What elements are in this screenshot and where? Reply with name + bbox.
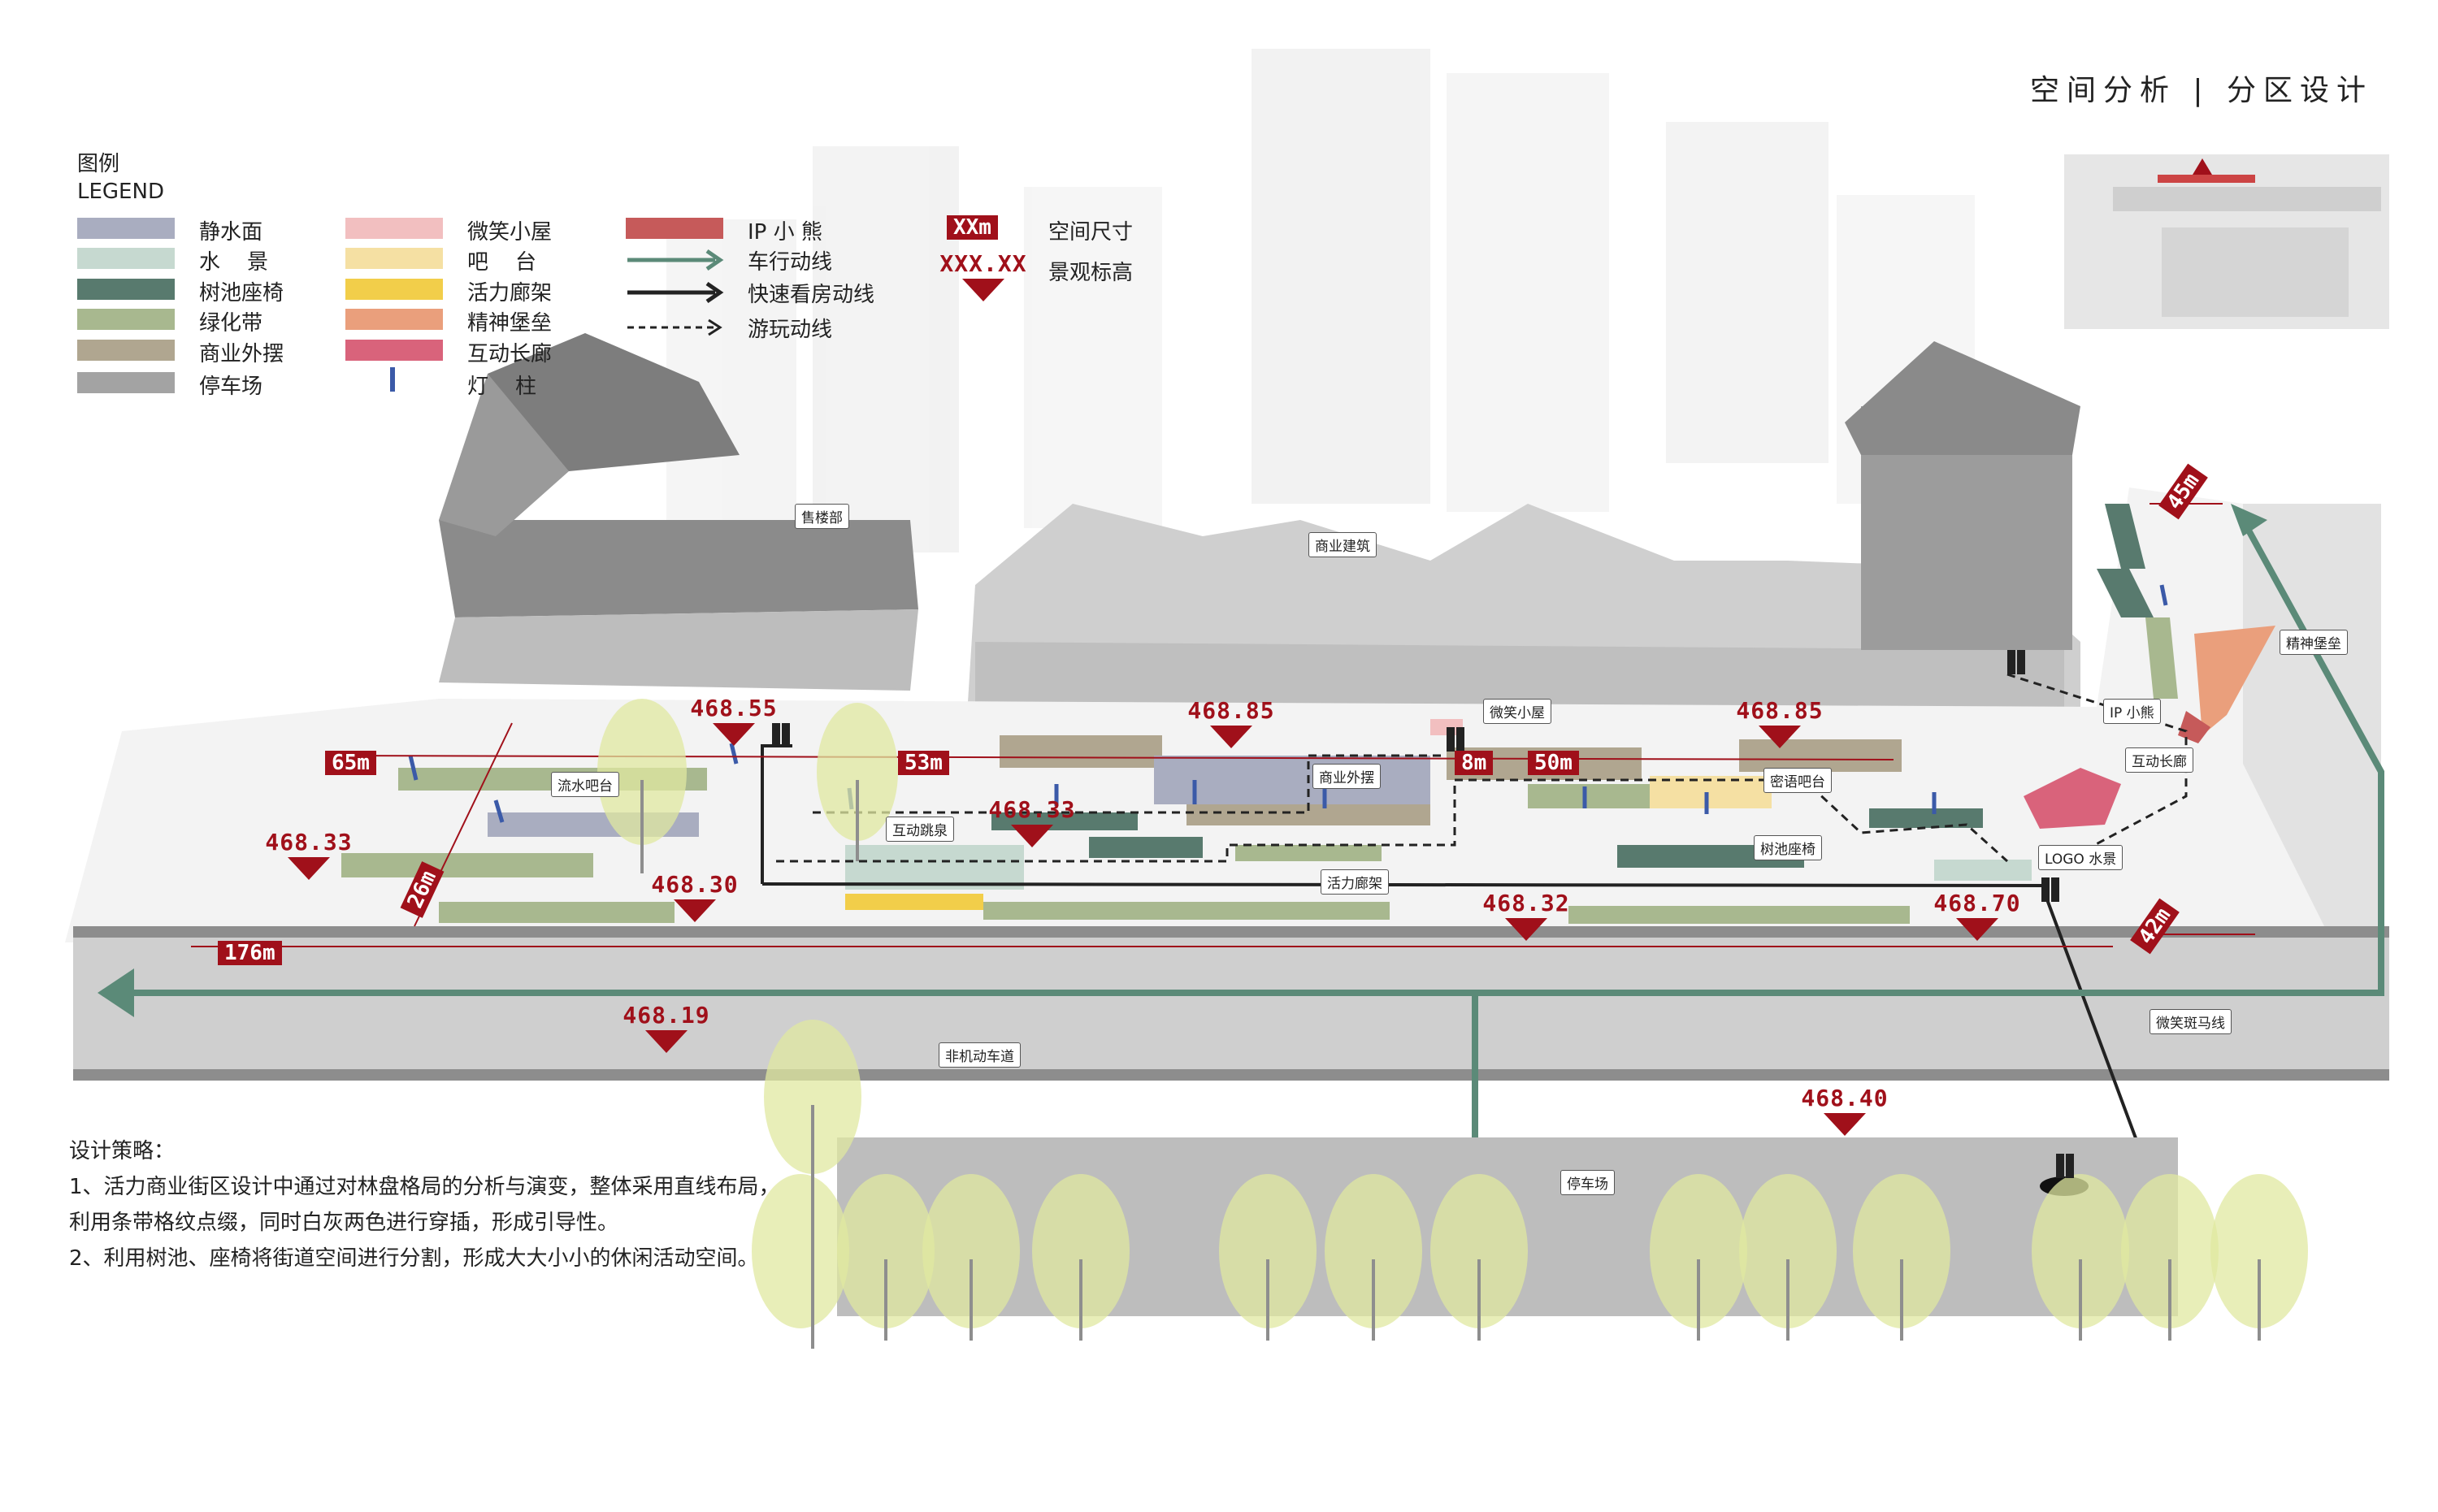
legend-elevation-symbol: XXX.XX xyxy=(922,250,1044,301)
right-side-road xyxy=(2243,504,2381,926)
legend-label-dimension: 空间尺寸 xyxy=(1048,220,1134,245)
design-strategy-line: 1、活力商业街区设计中通过对林盘格局的分析与演变，整体采用直线布局， xyxy=(69,1175,780,1199)
legend-swatch-lamp-post xyxy=(390,367,395,392)
legend-swatch-ip-bear xyxy=(626,218,723,239)
elevation-marker: 468.30 xyxy=(634,871,756,922)
key-plan xyxy=(2064,154,2389,329)
label-logo-water: LOGO 水景 xyxy=(2038,845,2123,870)
legend-label-tree-pool-seat: 树池座椅 xyxy=(199,281,284,305)
legend-label-quick-route: 快速看房动线 xyxy=(748,283,875,307)
legend-swatch-tree-pool-seat xyxy=(77,279,175,300)
tree-trunks xyxy=(640,780,2261,1349)
legend-title-cn: 图例 xyxy=(77,152,120,176)
label-spring-bar: 密语吧台 xyxy=(1763,768,1832,793)
legend-swatch-bar xyxy=(345,248,443,269)
play-route xyxy=(776,673,2188,863)
legend-label-interactive-corridor: 互动长廊 xyxy=(467,342,553,366)
elevation-marker: 468.85 xyxy=(1170,697,1292,748)
label-vitality-pergola: 活力廊架 xyxy=(1321,869,1389,895)
legend-swatch-smile-hut xyxy=(345,218,443,239)
dimension-tag: 53m xyxy=(898,751,949,775)
label-interactive-fountain: 互动跳泉 xyxy=(886,817,954,842)
legend-title-en: LEGEND xyxy=(77,180,164,204)
legend-elevation-triangle-icon xyxy=(962,279,1004,301)
dimension-tag: 50m xyxy=(1528,751,1579,775)
legend-elevation-symbol-text: XXX.XX xyxy=(939,250,1027,277)
legend-swatch-water-feature xyxy=(77,248,175,269)
elevation-marker: 468.33 xyxy=(971,796,1093,847)
trees xyxy=(597,699,2308,1328)
design-strategy-line: 利用条带格纹点缀，同时白灰两色进行穿插，形成引导性。 xyxy=(69,1211,619,1235)
legend-label-elevation: 景观标高 xyxy=(1048,261,1134,285)
label-commercial-building: 商业建筑 xyxy=(1308,532,1377,557)
elevation-triangle-icon xyxy=(1824,1113,1866,1136)
dimension-tag: 65m xyxy=(325,751,376,775)
elevation-triangle-icon xyxy=(288,857,330,880)
legend-swatch-commercial-outdoor xyxy=(77,340,175,361)
legend-label-lamp-post: 灯 柱 xyxy=(467,375,537,399)
legend-label-bar: 吧 台 xyxy=(467,250,537,275)
elevation-marker: 468.55 xyxy=(673,695,795,746)
elevation-marker: 468.40 xyxy=(1784,1085,1906,1136)
label-ip-bear: IP 小熊 xyxy=(2103,699,2161,724)
sales-office-building xyxy=(439,333,918,691)
label-commercial-outdoor: 商业外摆 xyxy=(1312,764,1381,789)
legend-dimension-symbol: XXm xyxy=(947,215,998,240)
legend-label-ip-bear: IP 小 熊 xyxy=(748,220,822,245)
label-tree-pool-seat: 树池座椅 xyxy=(1754,835,1822,860)
elevation-marker: 468.85 xyxy=(1719,697,1841,748)
legend-label-smile-hut: 微笑小屋 xyxy=(467,220,553,245)
elevation-triangle-icon xyxy=(645,1030,688,1053)
legend-label-pergola: 活力廊架 xyxy=(467,281,553,305)
legend-swatch-interactive-corridor xyxy=(345,340,443,361)
design-strategy-heading: 设计策略： xyxy=(69,1139,176,1163)
page-title: 空间分析 | 分区设计 xyxy=(2029,74,2373,107)
elevation-triangle-icon xyxy=(1011,825,1053,847)
legend-swatch-pergola xyxy=(345,279,443,300)
elevation-triangle-icon xyxy=(1759,726,1801,748)
legend-label-vehicle-route: 车行动线 xyxy=(748,250,833,275)
legend-label-parking: 停车场 xyxy=(199,375,263,399)
elevation-marker: 468.33 xyxy=(248,829,370,880)
main-road xyxy=(73,926,2389,1081)
legend-title: 图例 LEGEND xyxy=(77,150,164,206)
label-smile-hut: 微笑小屋 xyxy=(1483,699,1551,724)
legend-vehicle-route-arrow-icon xyxy=(627,249,724,271)
legend-play-route-arrow-icon xyxy=(627,318,722,336)
label-interactive-corridor: 互动长廊 xyxy=(2125,747,2193,773)
legend-quick-route-arrow-icon xyxy=(627,281,724,304)
label-sales-office: 售楼部 xyxy=(795,504,849,529)
label-spirit-fortress: 精神堡垒 xyxy=(2280,630,2348,655)
legend-label-green-belt: 绿化带 xyxy=(199,311,263,336)
background-buildings xyxy=(666,49,1975,552)
dimension-tag: 176m xyxy=(218,941,282,965)
elevation-triangle-icon xyxy=(1210,726,1252,748)
legend-label-play-route: 游玩动线 xyxy=(748,318,833,342)
elevation-triangle-icon xyxy=(713,723,755,746)
legend-label-commercial-outdoor: 商业外摆 xyxy=(199,342,284,366)
dimension-tag: 8m xyxy=(1455,751,1494,775)
legend-swatch-still-water xyxy=(77,218,175,239)
elevation-triangle-icon xyxy=(674,899,716,922)
elevation-triangle-icon xyxy=(1505,918,1547,941)
elevation-marker: 468.19 xyxy=(605,1002,727,1053)
label-parking: 停车场 xyxy=(1560,1170,1615,1195)
label-crosswalk: 微笑斑马线 xyxy=(2150,1009,2232,1034)
legend-swatch-parking xyxy=(77,372,175,393)
legend-label-still-water: 静水面 xyxy=(199,220,263,245)
elevation-marker: 468.32 xyxy=(1465,890,1587,941)
legend-label-water-feature: 水 景 xyxy=(199,250,269,275)
elevation-triangle-icon xyxy=(1956,918,1998,941)
people xyxy=(772,650,2074,1178)
label-stream-bar: 流水吧台 xyxy=(551,772,619,797)
design-strategy: 设计策略： 1、活力商业街区设计中通过对林盘格局的分析与演变，整体采用直线布局，… xyxy=(69,1133,780,1276)
legend-label-spirit-fortress: 精神堡垒 xyxy=(467,311,553,336)
elevation-marker: 468.70 xyxy=(1916,890,2038,941)
legend-swatch-green-belt xyxy=(77,309,175,330)
label-bike-lane: 非机动车道 xyxy=(939,1042,1021,1068)
design-strategy-line: 2、利用树池、座椅将街道空间进行分割，形成大大小小的休闲活动空间。 xyxy=(69,1246,759,1271)
legend-swatch-spirit-fortress xyxy=(345,309,443,330)
